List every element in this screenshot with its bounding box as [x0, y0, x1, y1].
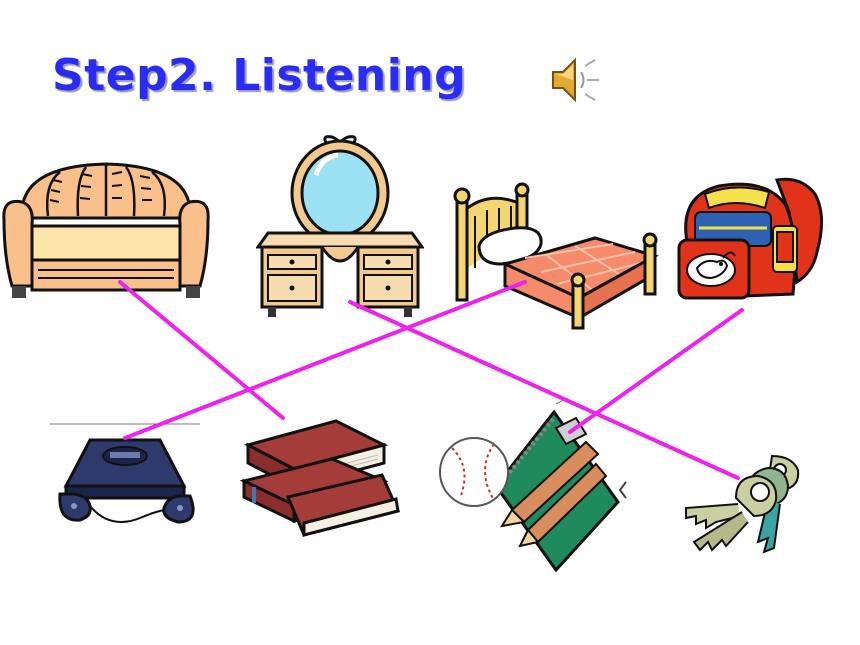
keys-icon[interactable]: [676, 442, 808, 557]
slide-title: Step2. Listening: [52, 50, 467, 101]
game-console-icon[interactable]: [50, 422, 200, 532]
bed-icon[interactable]: [445, 182, 665, 330]
sofa-icon[interactable]: [0, 158, 212, 303]
dresser-mirror-icon[interactable]: [256, 135, 424, 320]
books-icon[interactable]: [232, 415, 400, 540]
pencil-case-baseball-icon[interactable]: [436, 398, 641, 576]
speaker-sound-icon[interactable]: [545, 50, 605, 110]
backpack-icon[interactable]: [665, 172, 827, 304]
